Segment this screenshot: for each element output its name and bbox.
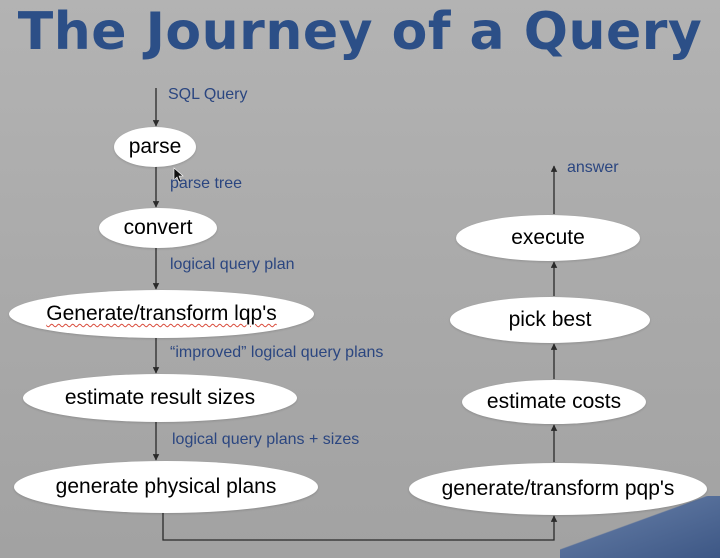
mouse-cursor	[173, 167, 184, 183]
edge-label-plans-sizes: logical query plans + sizes	[172, 431, 360, 448]
edge-label-logical-query-plan: logical query plan	[170, 256, 295, 273]
node-parse-label: parse	[128, 135, 182, 158]
node-execute-label: execute	[511, 226, 585, 249]
node-generate-transform-pqps-label: generate/transform pqp's	[441, 477, 675, 500]
connector-physical-to-pqps	[162, 512, 558, 541]
node-generate-transform-lqps-label: Generate/transform lqp's	[46, 302, 277, 325]
node-estimate-result-sizes-label: estimate result sizes	[64, 386, 256, 409]
node-estimate-result-sizes: estimate result sizes	[23, 374, 297, 422]
node-parse: parse	[114, 127, 196, 167]
node-execute: execute	[456, 215, 640, 261]
node-estimate-costs-label: estimate costs	[486, 390, 622, 413]
node-convert: convert	[99, 208, 217, 248]
node-pick-best-label: pick best	[508, 308, 592, 331]
edge-label-improved-plans: “improved” logical query plans	[170, 344, 384, 361]
node-convert-label: convert	[123, 216, 193, 239]
slide-title: The Journey of a Query	[17, 2, 703, 62]
node-pick-best: pick best	[450, 297, 650, 343]
node-generate-physical-plans-label: generate physical plans	[55, 475, 277, 498]
node-estimate-costs: estimate costs	[462, 380, 646, 424]
edge-label-answer: answer	[567, 159, 619, 176]
edge-label-sql-query: SQL Query	[168, 86, 248, 103]
node-generate-transform-pqps: generate/transform pqp's	[409, 463, 707, 515]
node-generate-transform-lqps: Generate/transform lqp's	[9, 290, 314, 338]
node-generate-physical-plans: generate physical plans	[14, 461, 318, 513]
edge-label-parse-tree: parse tree	[170, 175, 243, 192]
